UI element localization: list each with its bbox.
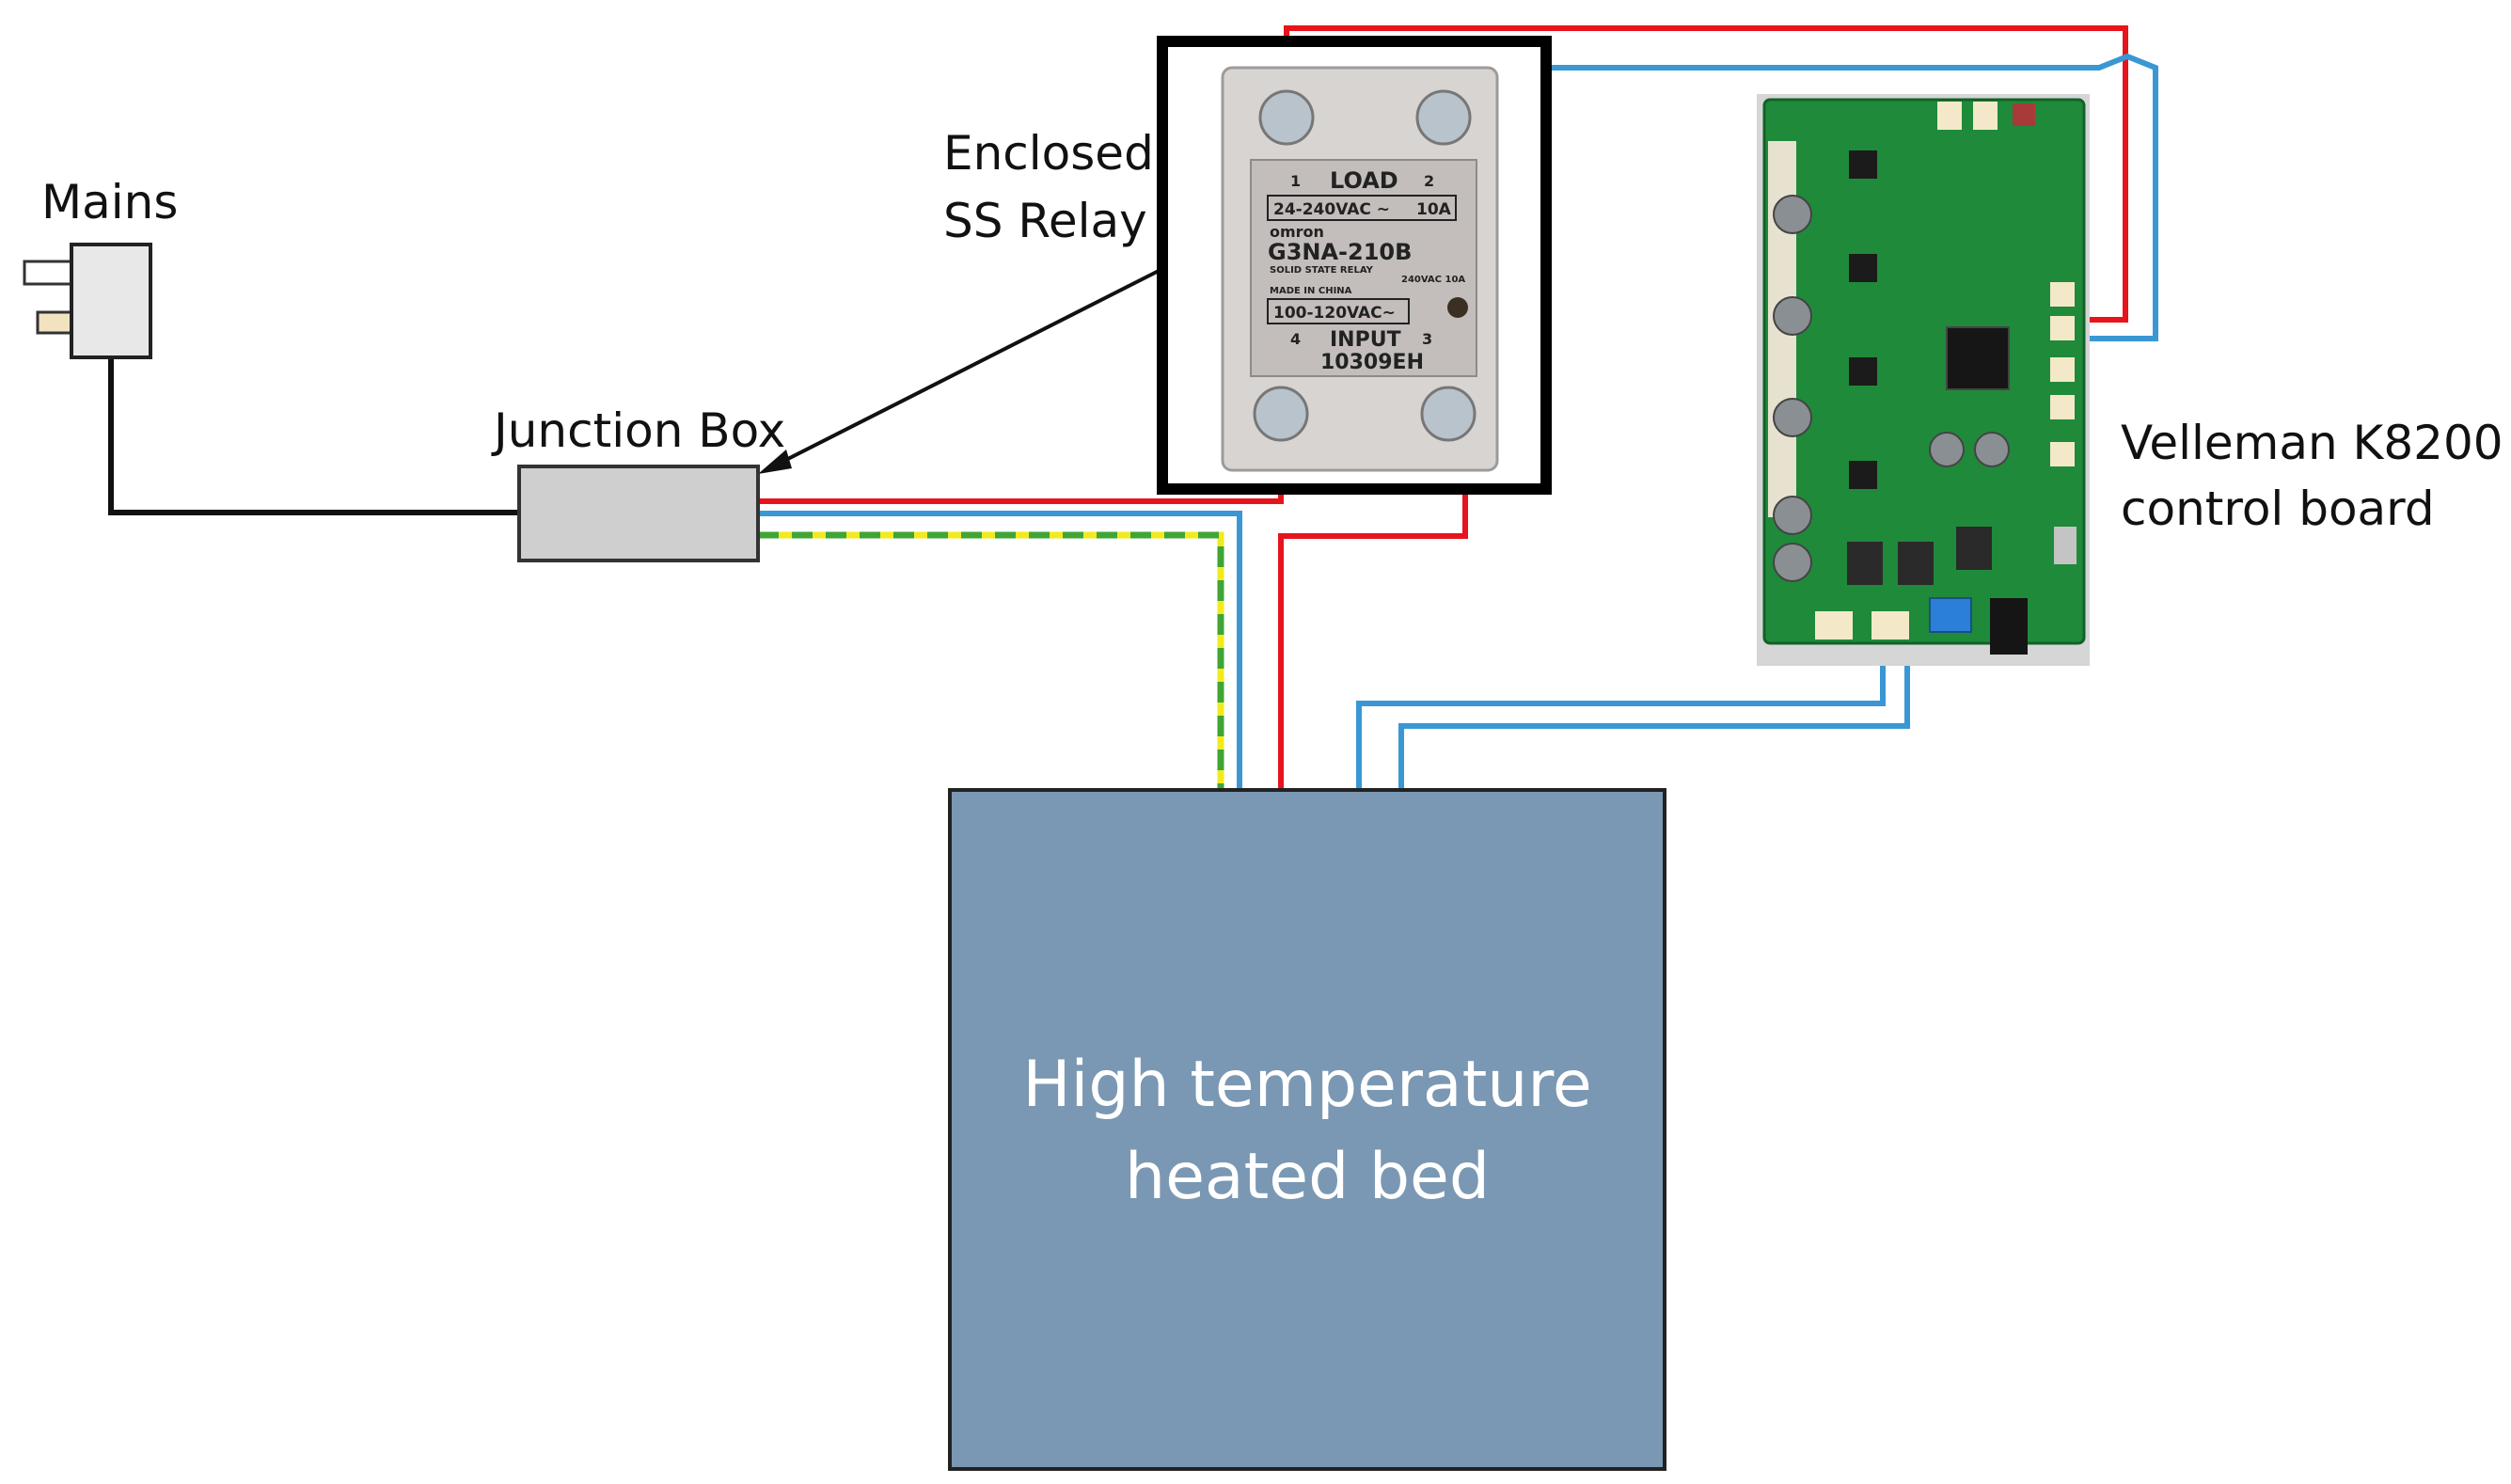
relay-input-rating-box [1267,298,1410,324]
relay-load-rating-box [1267,195,1457,221]
relay-load: LOAD [1330,167,1398,194]
relay-input-rating: 100-120VAC~ [1273,304,1396,323]
board-connector [1871,611,1909,639]
capacitor [1773,296,1812,336]
power-terminal [1929,597,1972,633]
relay-label-line2: SS Relay [943,194,1147,248]
plug-pin-top [23,260,75,286]
thermistor-wire-1 [1356,639,1886,790]
relay-rating2: 240VAC 10A [1401,275,1465,285]
plug-body [70,243,152,359]
relay-subtitle: SOLID STATE RELAY [1270,265,1374,276]
control-board [1757,94,2090,666]
mains-cable [108,357,519,515]
relay-code: 10309EH [1320,351,1424,374]
board-connector [1937,102,1962,130]
board-connector [2050,357,2075,382]
relay-t3: 3 [1422,330,1432,348]
relay-load-rating: 24-240VAC ~ [1273,200,1390,219]
relay-t1: 1 [1290,172,1301,190]
earth-wire-stripe [758,531,1224,801]
capacitor [1773,195,1812,234]
capacitor [1773,398,1812,437]
capacitor [1773,543,1812,582]
mosfet [1847,542,1883,585]
junction-box-label: Junction Box [491,403,785,458]
solid-state-relay: 1 LOAD 2 24-240VAC ~ 10A omron G3NA-210B… [1221,66,1499,472]
relay-terminal-2-screw [1415,89,1472,146]
thermistor-wire-2 [1398,639,1910,790]
arrowhead [758,450,792,474]
relay-t4: 4 [1290,330,1301,348]
relay-t2: 2 [1424,172,1434,190]
board-label-line1: Velleman K8200 [2121,416,2503,470]
microcontroller-chip [1946,326,2010,390]
mosfet [1956,527,1992,570]
board-connector [2050,442,2075,466]
board-label-line2: control board [2121,482,2435,536]
heated-bed-label-line1: High temperature [1022,1048,1591,1122]
usb-port [2054,527,2077,564]
board-connector [2050,282,2075,307]
relay-pointer-arrow [772,269,1160,468]
neutral-wire-junction-to-bed [758,511,1242,790]
reset-button [2013,103,2035,126]
board-connector [1973,102,1998,130]
capacitor [1974,432,2010,467]
capacitor [1773,496,1812,535]
plug-pin-bottom [36,310,75,335]
heated-bed-label-line2: heated bed [1125,1140,1490,1214]
relay-terminal-4-screw [1253,386,1309,442]
relay-made: MADE IN CHINA [1270,286,1352,296]
board-connector [1815,611,1853,639]
relay-terminal-1-screw [1258,89,1315,146]
relay-terminal-3-screw [1420,386,1477,442]
driver-chip [1849,254,1877,282]
relay-model: G3NA-210B [1268,239,1412,265]
mains-plug [23,243,152,359]
driver-chip [1849,150,1877,179]
power-jack [1990,598,2028,655]
junction-box [517,465,760,562]
driver-chip [1849,357,1877,386]
capacitor [1929,432,1965,467]
relay-label-line1: Enclosed [943,126,1154,181]
mains-label: Mains [41,175,178,229]
relay-brand: omron [1270,223,1324,241]
relay-indicator-led [1447,297,1468,318]
pcb [1762,98,2086,645]
board-connector [2050,316,2075,340]
relay-amp-rating: 10A [1416,200,1452,219]
mosfet [1898,542,1934,585]
driver-chip [1849,461,1877,489]
earth-wire [758,531,1224,801]
relay-input: INPUT [1330,328,1401,352]
board-connector [2050,395,2075,419]
heated-bed [948,788,1666,1471]
